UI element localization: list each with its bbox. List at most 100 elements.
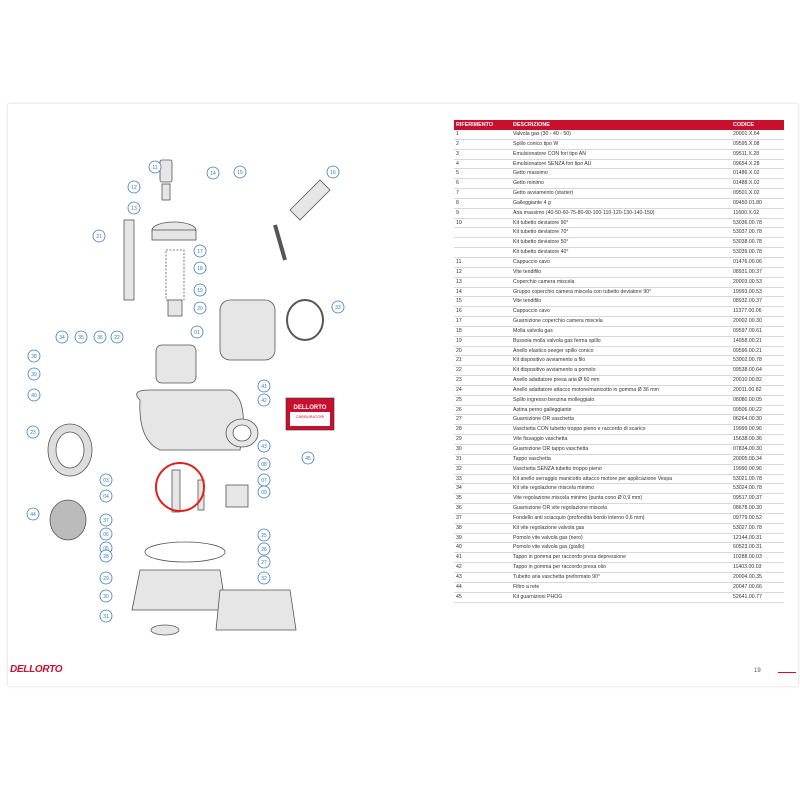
callout-number: 29 bbox=[103, 576, 109, 582]
cell-ref: 28 bbox=[454, 424, 511, 436]
cell-ref: 10 bbox=[454, 218, 511, 229]
callout-number: 39 bbox=[31, 372, 37, 378]
part-ring-inner bbox=[55, 431, 85, 469]
callout-number: 16 bbox=[330, 170, 336, 176]
part-tube bbox=[289, 179, 331, 221]
cell-code: 53039.00.78 bbox=[731, 247, 784, 258]
cell-ref: 18 bbox=[454, 326, 511, 337]
cell-code: 06264.00.30 bbox=[731, 414, 784, 426]
cell-desc: Valvola gas (30 - 40 - 50) bbox=[511, 130, 731, 140]
callout-number: 40 bbox=[31, 393, 37, 399]
cell-ref: 39 bbox=[454, 533, 511, 544]
callout-circle bbox=[127, 201, 141, 215]
callout-number: 23 bbox=[30, 430, 36, 436]
cell-ref: 11 bbox=[454, 257, 511, 268]
cell-desc: Astina perno galleggiante bbox=[511, 405, 731, 416]
cell-desc: Emulsionatore SENZA fori tipo AU bbox=[511, 159, 731, 170]
cell-desc: Vaschetta CON tubetto troppo pieno e rac… bbox=[511, 424, 731, 436]
part-filter bbox=[49, 499, 87, 541]
cell-ref: 1 bbox=[454, 130, 511, 140]
cell-ref: 23 bbox=[454, 375, 511, 386]
cell-ref: 5 bbox=[454, 168, 511, 180]
cell-desc: Vite fissaggio vaschetta bbox=[511, 434, 731, 445]
cell-code: 09596.00.21 bbox=[731, 346, 784, 357]
cell-desc: Tappo in gomma per raccordo presa depres… bbox=[511, 552, 731, 564]
callout-number: 07 bbox=[261, 478, 267, 484]
cell-ref: 13 bbox=[454, 277, 511, 288]
cell-desc: Tappo in gomma per raccordo presa olio bbox=[511, 562, 731, 573]
callout-number: 44 bbox=[30, 512, 36, 518]
callout-circle bbox=[190, 325, 204, 339]
cell-desc: Bussola molla valvola gas ferma spillo bbox=[511, 336, 731, 347]
cell-code: 09597.00.61 bbox=[731, 326, 784, 337]
cell-code: 52641.00.77 bbox=[731, 592, 784, 603]
cell-ref: 8 bbox=[454, 198, 511, 209]
cell-code: 20011.00.82 bbox=[731, 385, 784, 396]
callout-circle bbox=[99, 609, 113, 623]
callout-number: 18 bbox=[197, 266, 203, 272]
cell-code: 20010.00.82 bbox=[731, 375, 784, 386]
cell-ref bbox=[454, 247, 511, 258]
part-jet bbox=[171, 469, 181, 513]
part-tube-pipe bbox=[273, 224, 287, 261]
callout-circle bbox=[110, 330, 124, 344]
callout-number: 35 bbox=[78, 335, 84, 341]
cell-ref: 14 bbox=[454, 287, 511, 298]
cell-ref: 24 bbox=[454, 385, 511, 396]
cell-ref: 27 bbox=[454, 414, 511, 426]
table-row: Kit tubetto deviatore 70°53037.00.78 bbox=[454, 227, 784, 239]
cell-desc: Tubetto aria vaschetta preformato 90° bbox=[511, 572, 731, 583]
cell-ref: 33 bbox=[454, 474, 511, 485]
cell-ref: 42 bbox=[454, 562, 511, 573]
callout-number: 06 bbox=[103, 532, 109, 538]
callout-circle bbox=[326, 165, 340, 179]
cell-ref: 20 bbox=[454, 346, 511, 357]
callout-circle bbox=[127, 180, 141, 194]
part-bowl-2 bbox=[215, 589, 297, 631]
callout-circle bbox=[257, 393, 271, 407]
cell-code: 53037.00.78 bbox=[731, 227, 784, 239]
cell-desc: Anello elastico seeger spillo conico bbox=[511, 346, 731, 357]
cell-ref: 7 bbox=[454, 188, 511, 199]
column-header-descrizione: DESCRIZIONE bbox=[511, 120, 731, 130]
cell-ref: 45 bbox=[454, 592, 511, 603]
callout-circle bbox=[99, 527, 113, 541]
cell-desc: Emulsionatore CON fori tipo AN bbox=[511, 149, 731, 160]
cell-desc: Kit vite regolazione miscela minimo bbox=[511, 483, 731, 495]
callout-number: 03 bbox=[103, 478, 109, 484]
callout-number: 19 bbox=[197, 288, 203, 294]
cell-code: 09779.00.52 bbox=[731, 513, 784, 524]
cell-ref: 34 bbox=[454, 483, 511, 495]
cell-code: 53036.00.78 bbox=[731, 218, 784, 229]
column-header-riferimento: RIFERIMENTO bbox=[454, 120, 511, 130]
cell-ref: 32 bbox=[454, 464, 511, 475]
table-row: Kit tubetto deviatore 50°53038.00.78 bbox=[454, 237, 784, 249]
callout-number: 38 bbox=[31, 354, 37, 360]
part-body bbox=[136, 389, 244, 451]
callout-circle bbox=[233, 165, 247, 179]
cell-code: 07834.00.30 bbox=[731, 444, 784, 455]
cell-desc: Anello adattatore presa aria Ø 60 mm bbox=[511, 375, 731, 386]
cell-code: 08931.00.37 bbox=[731, 267, 784, 278]
callout-circle bbox=[27, 388, 41, 402]
callout-circle bbox=[148, 160, 162, 174]
